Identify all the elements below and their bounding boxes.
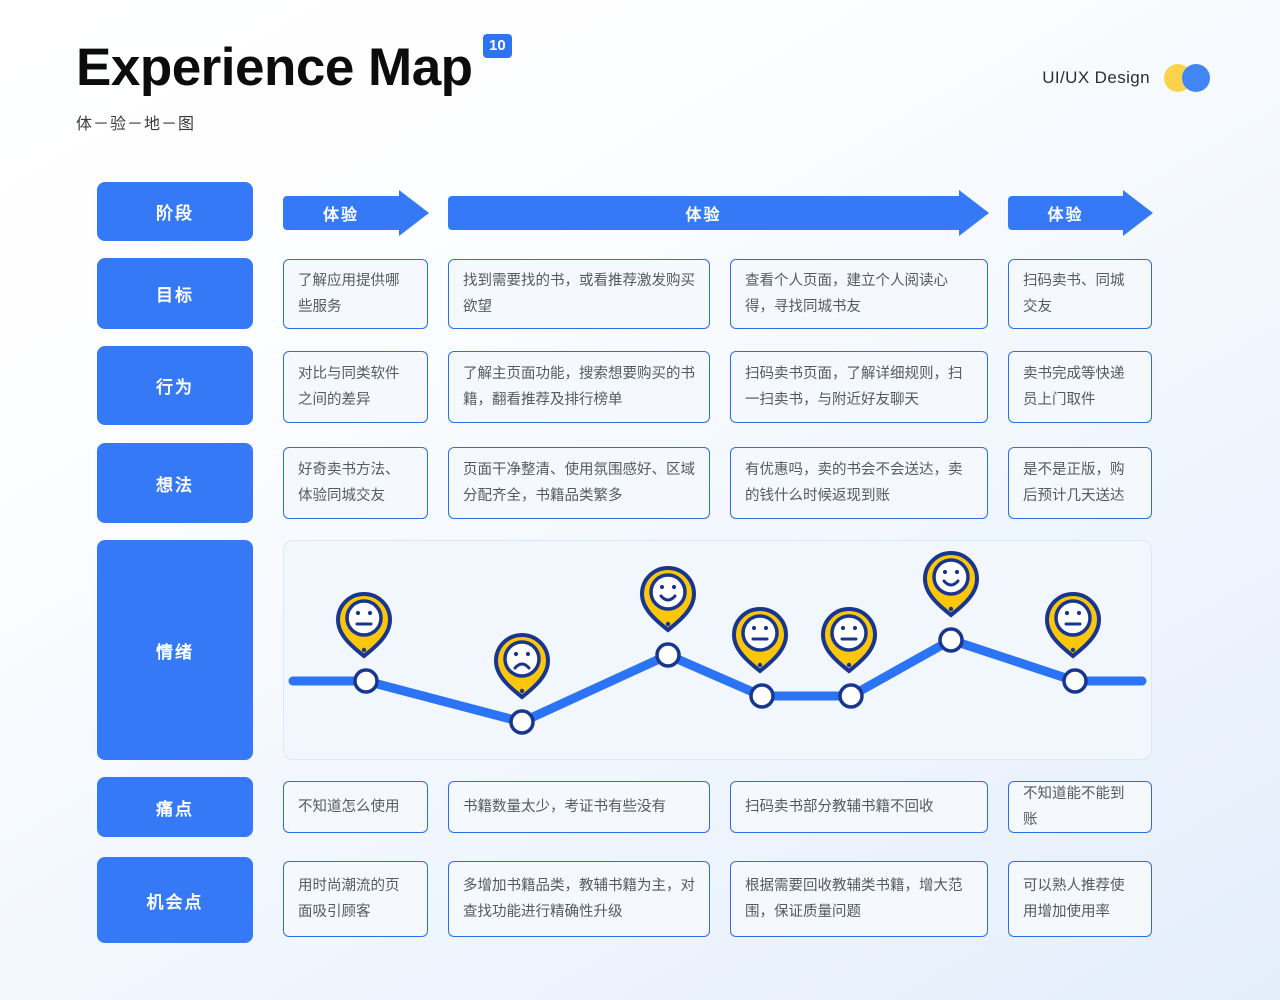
opportunity-card-3: 根据需要回收教辅类书籍，增大范围，保证质量问题 [730, 861, 988, 937]
emotion-chart-panel [283, 540, 1152, 760]
pin-eye-left [1064, 610, 1070, 616]
row-label-painpoint: 痛点 [97, 777, 253, 837]
row-label-opportunity: 机会点 [97, 857, 253, 943]
pin-face-disc [503, 640, 541, 678]
pin-eye-right [671, 584, 677, 590]
pin-face-disc [649, 573, 687, 611]
arrow-head-icon [1123, 190, 1153, 236]
pin-eye-left [355, 610, 361, 616]
row-label-goal: 目标 [97, 258, 253, 329]
pin-face-disc [345, 599, 383, 637]
goal-card-3: 查看个人页面，建立个人阅读心得，寻找同城书友 [730, 259, 988, 329]
emotion-node [353, 668, 379, 694]
row-label-emotion: 情绪 [97, 540, 253, 760]
stage-label-1: 体验 [322, 205, 359, 224]
emotion-node [509, 709, 535, 735]
pin-mouth-sad [513, 662, 531, 670]
thought-card-2: 页面干净整清、使用氛围感好、区域分配齐全，书籍品类繁多 [448, 447, 710, 519]
pin-eye-right [367, 610, 373, 616]
pin-eye-left [751, 625, 757, 631]
brand-label: UI/UX Design [1042, 68, 1150, 87]
thought-card-3: 有优惠吗，卖的书会不会送达，卖的钱什么时候返现到账 [730, 447, 988, 519]
opportunity-card-4: 可以熟人推荐使用增加使用率 [1008, 861, 1152, 937]
pin-face-disc [1054, 599, 1092, 637]
opportunity-card-2: 多增加书籍品类，教辅书籍为主，对查找功能进行精确性升级 [448, 861, 710, 937]
emotion-node [655, 642, 681, 668]
pin-tip-dot [757, 662, 763, 668]
stage-label-2: 体验 [685, 205, 722, 224]
stage-arrow-1: 体验 [283, 190, 429, 236]
pin-face-disc [932, 558, 970, 596]
painpoint-card-3: 扫码卖书部分教辅书籍不回收 [730, 781, 988, 833]
pin-face-disc [741, 614, 779, 652]
thought-card-4: 是不是正版，购后预计几天送达 [1008, 447, 1152, 519]
page-title: Experience Map [76, 38, 473, 97]
emotion-line [288, 635, 1147, 727]
pin-tip-dot [846, 662, 852, 668]
emotion-node [838, 683, 864, 709]
pin-eye-right [763, 625, 769, 631]
arrow-body [448, 196, 959, 230]
stage-arrow-2: 体验 [448, 190, 989, 236]
pin-tip-dot [665, 621, 671, 627]
blue-circle-icon [1182, 64, 1210, 92]
page-header: Experience Map 10 体－验－地－图 UI/UX Design [0, 0, 1280, 150]
arrow-body [283, 196, 399, 230]
row-label-stage: 阶段 [97, 182, 253, 241]
emotion-node [749, 683, 775, 709]
behavior-card-4: 卖书完成等快递员上门取件 [1008, 351, 1152, 423]
arrow-head-icon [399, 190, 429, 236]
pin-tip-dot [1070, 647, 1076, 653]
page-subtitle: 体－验－地－图 [76, 114, 196, 133]
painpoint-card-1: 不知道怎么使用 [283, 781, 428, 833]
emotion-pin-neutral [731, 606, 789, 674]
painpoint-card-2: 书籍数量太少，考证书有些没有 [448, 781, 710, 833]
behavior-card-1: 对比与同类软件之间的差异 [283, 351, 428, 423]
emotion-pin-neutral [1044, 591, 1102, 659]
title-badge: 10 [483, 34, 512, 58]
brand-dots-icon [1164, 64, 1210, 92]
thought-card-1: 好奇卖书方法、体验同城交友 [283, 447, 428, 519]
opportunity-card-1: 用时尚潮流的页面吸引顾客 [283, 861, 428, 937]
goal-card-4: 扫码卖书、同城交友 [1008, 259, 1152, 329]
pin-eye-right [1076, 610, 1082, 616]
brand-block: UI/UX Design [1042, 64, 1210, 92]
pin-eye-left [513, 651, 519, 657]
pin-tip-dot [948, 606, 954, 612]
emotion-pin-neutral [335, 591, 393, 659]
pin-mouth-happy [942, 579, 960, 587]
emotion-node [1062, 668, 1088, 694]
emotion-pin-sad [493, 632, 551, 700]
pin-tip-dot [519, 688, 525, 694]
title-block: Experience Map 10 体－验－地－图 [76, 34, 512, 134]
goal-card-2: 找到需要找的书，或看推荐激发购买欲望 [448, 259, 710, 329]
pin-eye-left [659, 584, 665, 590]
pin-face-disc [830, 614, 868, 652]
emotion-pin-happy [639, 565, 697, 633]
pin-tip-dot [361, 647, 367, 653]
pin-eye-left [942, 569, 948, 575]
pin-mouth-happy [659, 594, 677, 602]
pin-eye-left [840, 625, 846, 631]
behavior-card-2: 了解主页面功能，搜索想要购买的书籍，翻看推荐及排行榜单 [448, 351, 710, 423]
emotion-node [938, 627, 964, 653]
emotion-pin-happy [922, 550, 980, 618]
behavior-card-3: 扫码卖书页面，了解详细规则，扫一扫卖书，与附近好友聊天 [730, 351, 988, 423]
arrow-head-icon [959, 190, 989, 236]
emotion-chart-svg [288, 550, 1147, 735]
row-label-behavior: 行为 [97, 346, 253, 425]
stage-arrow-4: 体验 [1008, 190, 1153, 236]
stage-label-4: 体验 [1047, 205, 1084, 224]
painpoint-card-4: 不知道能不能到账 [1008, 781, 1152, 833]
pin-eye-right [954, 569, 960, 575]
row-label-thought: 想法 [97, 443, 253, 523]
arrow-body [1008, 196, 1123, 230]
pin-eye-right [525, 651, 531, 657]
emotion-pin-neutral [820, 606, 878, 674]
pin-eye-right [852, 625, 858, 631]
goal-card-1: 了解应用提供哪些服务 [283, 259, 428, 329]
